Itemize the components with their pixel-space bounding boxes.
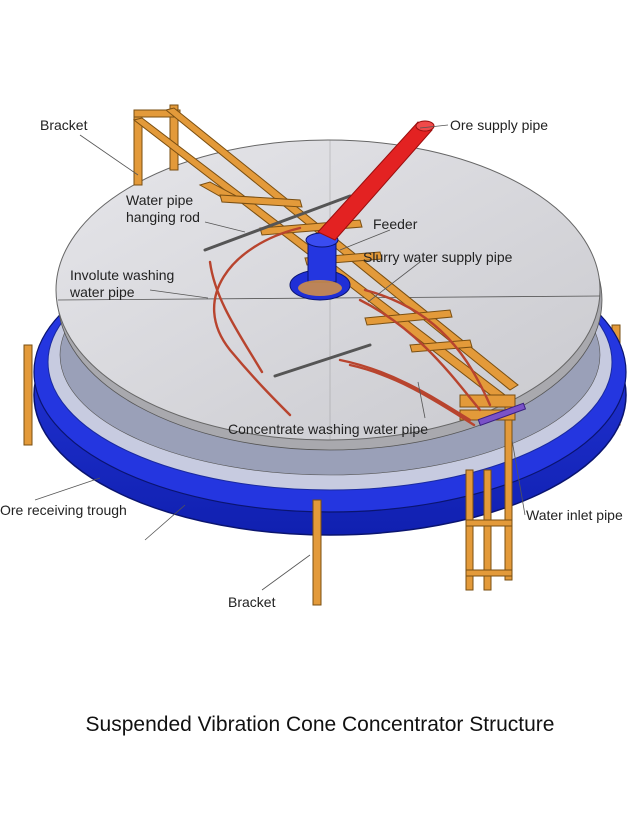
diagram-title: Suspended Vibration Cone Concentrator St… [85,713,555,736]
leader-lines [34,124,526,591]
label-ore-supply-pipe: Ore supply pipe [450,117,549,133]
label-involute-washing: Involute washing [70,267,175,283]
water-pipe-hanging-rods [203,194,372,378]
label-involute-water-pipe: water pipe [70,284,135,300]
label-water-inlet-pipe: Water inlet pipe [526,507,623,523]
ore-supply-pipe [317,120,435,241]
label-feeder: Feeder [373,216,418,232]
label-slurry-water-supply-pipe: Slurry water supply pipe [363,249,513,265]
label-hanging-rod: hanging rod [126,209,200,225]
label-concentrate-washing-water-pipe: Concentrate washing water pipe [228,421,429,437]
support-legs-front [312,399,513,606]
label-water-pipe: Water pipe [126,192,194,208]
feeder [289,232,351,301]
concentrator-illustration [23,104,627,606]
label-bracket-top: Bracket [40,117,88,133]
label-ore-receiving-trough: Ore receiving trough [0,502,127,518]
water-inlet-pipe [477,402,527,426]
washing-water-hoses [208,226,492,427]
label-bracket-bottom: Bracket [228,594,276,610]
